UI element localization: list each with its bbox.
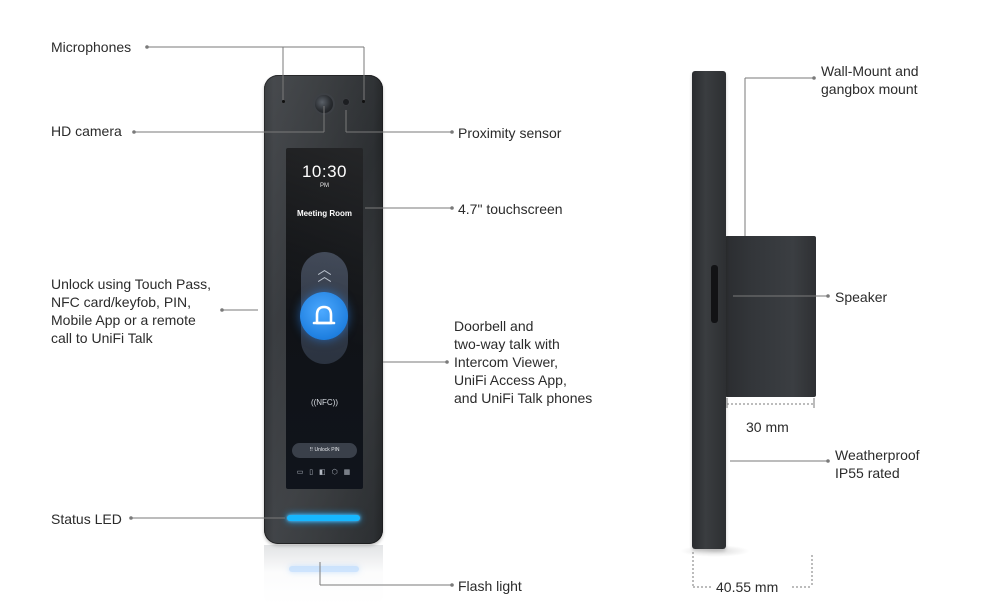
chevron-up-icon: ︿︿: [317, 261, 332, 284]
unlock-line-3: Mobile App or a remote: [51, 312, 196, 328]
label-wall-mount: Wall-Mount and gangbox mount: [821, 62, 919, 98]
unlock-line-1: Unlock using Touch Pass,: [51, 276, 212, 292]
proximity-sensor: [343, 99, 349, 105]
speaker-slot: [711, 265, 718, 323]
unlock-line-2: NFC card/keyfob, PIN,: [51, 294, 192, 310]
label-status-led: Status LED: [51, 511, 122, 527]
label-hd-camera: HD camera: [51, 123, 122, 139]
bottom-icons-row: ▭ ▯ ◧ ⬡ ▦: [296, 469, 353, 476]
wall-mount-line-2: gangbox mount: [821, 81, 918, 97]
nfc-icon: ((NFC)): [310, 398, 339, 407]
label-weatherproof: Weatherproof IP55 rated: [835, 446, 920, 482]
unlock-pin-button[interactable]: ⠿ Unlock PIN: [292, 443, 357, 458]
label-unlock-methods: Unlock using Touch Pass, NFC card/keyfob…: [51, 275, 211, 347]
screen-ampm: PM: [320, 183, 329, 189]
doorbell-line-5: and UniFi Talk phones: [454, 390, 593, 406]
label-microphones: Microphones: [51, 39, 132, 55]
label-proximity-sensor: Proximity sensor: [458, 125, 562, 141]
screen-time: 10:30: [301, 162, 348, 181]
side-back-box: [725, 236, 816, 397]
doorbell-button[interactable]: [300, 292, 348, 340]
doorbell-line-1: Doorbell and: [454, 318, 534, 334]
doorbell-line-4: UniFi Access App,: [454, 372, 567, 388]
screen-room: Meeting Room: [296, 209, 353, 218]
doorbell-line-2: two-way talk with: [454, 336, 560, 352]
label-doorbell: Doorbell and two-way talk with Intercom …: [454, 317, 592, 407]
weatherproof-line-2: IP55 rated: [835, 465, 900, 481]
microphone-left: [282, 100, 285, 103]
wall-mount-line-1: Wall-Mount and: [821, 63, 919, 79]
label-width: 40.55 mm: [716, 579, 779, 595]
side-front-plate: [692, 71, 726, 549]
status-led: [287, 515, 360, 521]
label-touchscreen: 4.7" touchscreen: [458, 201, 563, 217]
unlock-line-4: call to UniFi Talk: [51, 330, 153, 346]
camera-lens-icon: [315, 95, 333, 113]
microphone-right: [362, 100, 365, 103]
bell-icon: [312, 305, 336, 325]
device-reflection: [264, 545, 383, 605]
label-flash-light: Flash light: [458, 578, 522, 594]
label-depth: 30 mm: [746, 419, 789, 435]
flash-light: [289, 566, 359, 572]
label-speaker: Speaker: [835, 289, 888, 305]
weatherproof-line-1: Weatherproof: [835, 447, 920, 463]
doorbell-line-3: Intercom Viewer,: [454, 354, 559, 370]
